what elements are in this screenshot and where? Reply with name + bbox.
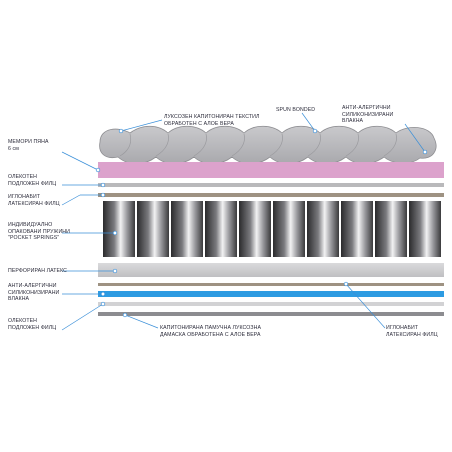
label-cotton-damask: КАПИТОНИРАНА ПАМУЧНА ЛУКСОЗНА ДАМАСКА ОБ…: [160, 325, 262, 338]
anti-allergic-fiber-layer: [98, 291, 444, 297]
needle-felt-bottom-layer: [98, 283, 444, 286]
label-top-textile: ЛУКСОЗЕН КАПИТОНИРАН ТЕКСТИЛ ОБРАБОТЕН С…: [164, 114, 260, 127]
memory-foam-layer: [98, 162, 444, 178]
leader-lines: [61, 112, 428, 331]
perforated-latex-layer: [98, 263, 444, 277]
label-anti-allergic-bottom: АНТИ-АЛЕРГИЧНИ СИЛИКОНИЗИРАНИ ВЛАКНА: [8, 283, 60, 303]
light-felt-layer: [98, 183, 444, 187]
quilted-textile-layer: [99, 125, 437, 165]
pocket-springs-layer: [98, 200, 444, 258]
label-light-felt-bottom: ОЛЕКОТЕН ПОДЛОЖЕН ФИЛЦ: [8, 318, 57, 331]
label-perforated-latex: ПЕРФОРИРАН ЛАТЕКС: [8, 268, 68, 274]
label-anti-allergic-top: АНТИ-АЛЕРГИЧНИ СИЛИКОНИЗИРАНИ ВЛАКНА: [342, 105, 394, 125]
label-needle-felt: ИГЛОНАБИТ ЛАТЕКСИРАН ФИЛЦ: [8, 194, 60, 207]
needle-felt-layer: [98, 193, 444, 197]
label-spun-bonded: SPUN BONDED: [276, 107, 316, 113]
cotton-damask-layer: [98, 312, 444, 316]
label-needle-felt-bottom: ИГЛОНАБИТ ЛАТЕКСИРАН ФИЛЦ: [386, 325, 438, 338]
label-pocket-springs: ИНДИВИДУАЛНО ОПАКОВАНИ ПРУЖИНИ "POCKET S…: [8, 222, 70, 242]
label-light-felt: ОЛЕКОТЕН ПОДЛОЖЕН ФИЛЦ: [8, 174, 57, 187]
label-memory-foam: МЕМОРИ ПЯНА 6 см: [8, 139, 49, 152]
light-felt-bottom-layer: [98, 302, 444, 306]
